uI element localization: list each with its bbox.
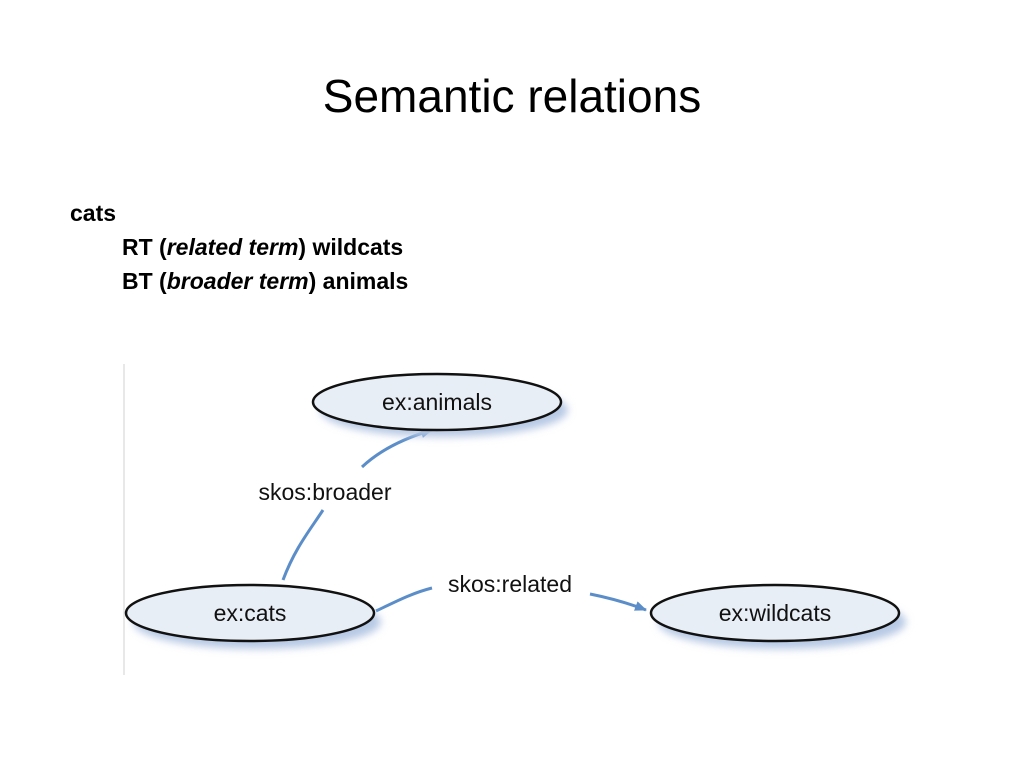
relation-code: RT xyxy=(122,234,153,260)
node-label-wildcats: ex:wildcats xyxy=(719,600,831,626)
node-cats: ex:cats xyxy=(124,583,381,649)
node-ellipse xyxy=(311,372,563,432)
node-wildcats: ex:wildcats xyxy=(649,583,906,649)
relation-gloss: broader term xyxy=(166,268,309,294)
edge-related-right xyxy=(589,592,647,612)
relation-target: animals xyxy=(322,268,409,294)
edge-label-related: skos:related xyxy=(448,571,572,597)
node-label-cats: ex:cats xyxy=(214,600,287,626)
relation-target: wildcats xyxy=(312,234,404,260)
relation-rt: RT (related term) wildcats xyxy=(122,234,404,260)
edge-broader-lower xyxy=(281,509,325,581)
node-animals: ex:animals xyxy=(311,372,568,437)
node-ellipse xyxy=(649,583,901,643)
term-heading: cats xyxy=(70,200,117,226)
relation-code: BT xyxy=(122,268,153,294)
relation-bt: BT (broader term) animals xyxy=(122,268,409,294)
slide-title: Semantic relations xyxy=(322,70,702,122)
node-label-animals: ex:animals xyxy=(382,389,492,415)
edge-label-broader: skos:broader xyxy=(259,479,392,505)
node-ellipse xyxy=(124,583,376,643)
thesaurus-entry: cats RT (related term) wildcats BT (broa… xyxy=(70,196,408,298)
relation-gloss: related term xyxy=(166,234,299,260)
edge-related-left xyxy=(375,586,433,613)
